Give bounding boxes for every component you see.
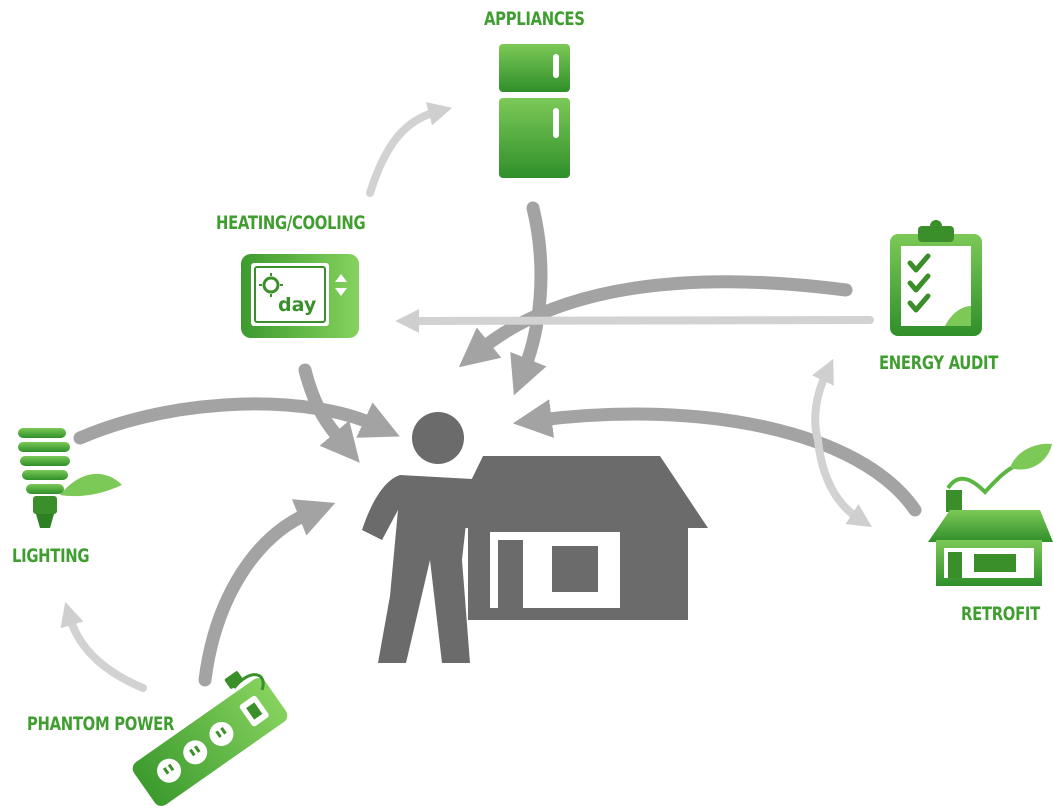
arrow-phantom-to-lighting — [60, 601, 147, 692]
refrigerator-icon — [499, 44, 570, 178]
cfl-bulb-icon — [18, 428, 122, 528]
eco-house-icon — [928, 443, 1053, 586]
arrow-appliances-to-center — [510, 201, 548, 396]
arrow-retrofit-to-center — [512, 399, 922, 517]
arrow-retrofit-audit-loop-up — [811, 358, 834, 444]
arrow-heating-to-appliances — [366, 102, 453, 197]
arrow-audit-to-heating — [395, 308, 874, 333]
label-energy-audit: ENERGY AUDIT — [879, 352, 999, 374]
label-retrofit: RETROFIT — [961, 603, 1040, 625]
clipboard-checklist-icon — [890, 220, 982, 336]
label-appliances: APPLIANCES — [484, 8, 585, 30]
arrow-audit-to-center — [458, 275, 853, 368]
person-and-house-icon — [362, 412, 708, 663]
power-strip-icon — [132, 671, 288, 807]
label-phantom-power: PHANTOM POWER — [27, 713, 175, 735]
arrow-lighting-to-center — [73, 397, 400, 445]
arrow-phantom-to-center — [198, 499, 336, 687]
label-lighting: LIGHTING — [12, 545, 90, 567]
thermostat-icon — [241, 254, 359, 338]
label-heating-cooling: HEATING/COOLING — [216, 212, 366, 234]
arrow-retrofit-audit-loop-down — [814, 436, 873, 528]
thermostat-display-text: day — [278, 294, 317, 316]
